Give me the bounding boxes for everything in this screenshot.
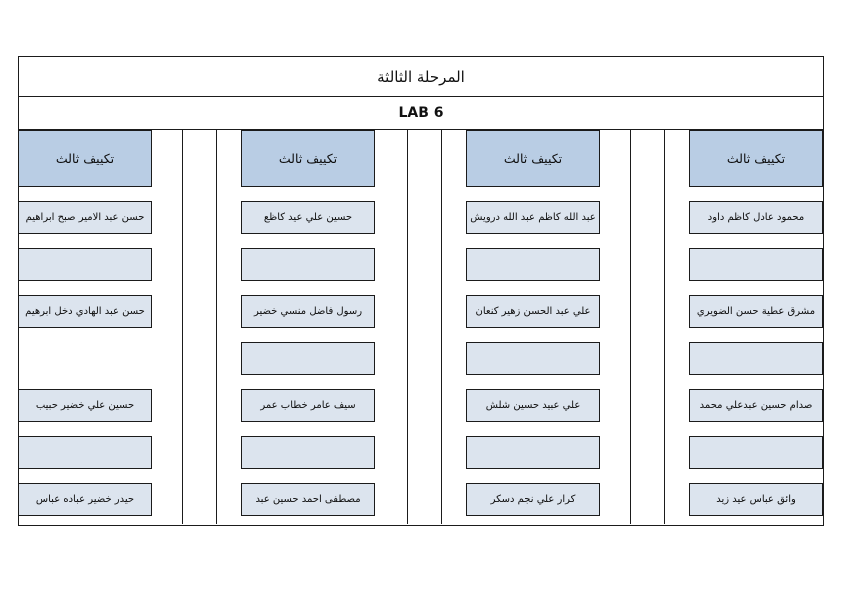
row-spacer	[18, 281, 152, 295]
roster-grid: تكييف ثالث محمود عادل كاظم داود مشرق عطي…	[18, 130, 823, 524]
row-spacer	[689, 328, 823, 342]
student-name-cell[interactable]: مشرق عطية حسن الضويري	[689, 295, 823, 328]
row-spacer	[689, 422, 823, 436]
row-spacer	[241, 422, 375, 436]
empty-slot-cell[interactable]	[689, 248, 823, 281]
row-spacer	[689, 187, 823, 201]
row-spacer	[18, 234, 152, 248]
row-spacer	[18, 469, 152, 483]
empty-slot-cell[interactable]	[466, 248, 600, 281]
row-spacer	[466, 187, 600, 201]
student-name-cell[interactable]: حسن عبد الهادي دخل ابرهيم	[18, 295, 152, 328]
row-spacer	[466, 281, 600, 295]
row-spacer	[689, 375, 823, 389]
roster-column: تكييف ثالث حسن عبد الامير صبح ابراهيم حس…	[18, 130, 152, 516]
empty-slot-cell[interactable]	[241, 436, 375, 469]
student-name-cell[interactable]: وائق عباس عيد زيد	[689, 483, 823, 516]
row-spacer	[241, 234, 375, 248]
empty-slot-cell[interactable]	[18, 436, 152, 469]
column-divider	[182, 130, 183, 524]
row-spacer	[18, 187, 152, 201]
roster-column: تكييف ثالث محمود عادل كاظم داود مشرق عطي…	[689, 130, 823, 516]
roster-column: تكييف ثالث عبد الله كاظم عبد الله درويش …	[466, 130, 600, 516]
student-name-cell[interactable]: عبد الله كاظم عبد الله درويش	[466, 201, 600, 234]
row-spacer	[466, 234, 600, 248]
empty-slot-cell[interactable]	[689, 436, 823, 469]
row-spacer	[466, 375, 600, 389]
column-header: تكييف ثالث	[241, 130, 375, 187]
student-name-cell[interactable]: صدام حسين عبدعلي محمد	[689, 389, 823, 422]
column-divider	[407, 130, 408, 524]
column-divider	[441, 130, 442, 524]
row-spacer	[689, 469, 823, 483]
row-spacer	[689, 281, 823, 295]
row-spacer	[689, 234, 823, 248]
row-spacer	[241, 375, 375, 389]
student-name-cell[interactable]: حسين علي خضير حبيب	[18, 389, 152, 422]
roster-table: المرحلة الثالثة LAB 6 تكييف ثالث محمود ع…	[18, 56, 824, 526]
row-spacer	[241, 328, 375, 342]
student-name-cell[interactable]: سيف عامر خطاب عمر	[241, 389, 375, 422]
document-title-row: المرحلة الثالثة	[19, 57, 823, 97]
row-spacer	[241, 469, 375, 483]
lab-label: LAB 6	[398, 105, 444, 121]
student-name-cell[interactable]: علي عبد الحسن زهير كنعان	[466, 295, 600, 328]
column-header: تكييف ثالث	[689, 130, 823, 187]
student-name-cell[interactable]: علي عبيد حسين شلش	[466, 389, 600, 422]
student-name-cell[interactable]: حسن عبد الامير صبح ابراهيم	[18, 201, 152, 234]
roster-column: تكييف ثالث حسين علي عيد كاظع رسول فاضل م…	[241, 130, 375, 516]
column-header: تكييف ثالث	[466, 130, 600, 187]
page-title: المرحلة الثالثة	[377, 67, 465, 86]
row-spacer	[241, 187, 375, 201]
row-spacer	[466, 328, 600, 342]
column-divider	[630, 130, 631, 524]
row-spacer	[241, 281, 375, 295]
row-spacer	[466, 469, 600, 483]
empty-slot-cell[interactable]	[18, 248, 152, 281]
row-spacer	[18, 328, 152, 342]
row-spacer	[18, 422, 152, 436]
empty-slot-cell[interactable]	[241, 248, 375, 281]
missing-slot-cell	[18, 342, 152, 375]
column-divider	[216, 130, 217, 524]
empty-slot-cell[interactable]	[241, 342, 375, 375]
student-name-cell[interactable]: رسول فاضل منسي خضير	[241, 295, 375, 328]
row-spacer	[18, 375, 152, 389]
student-name-cell[interactable]: محمود عادل كاظم داود	[689, 201, 823, 234]
student-name-cell[interactable]: مصطفى احمد حسين عبد	[241, 483, 375, 516]
row-spacer	[466, 422, 600, 436]
column-header: تكييف ثالث	[18, 130, 152, 187]
student-name-cell[interactable]: كرار علي نجم دسكر	[466, 483, 600, 516]
empty-slot-cell[interactable]	[466, 436, 600, 469]
empty-slot-cell[interactable]	[689, 342, 823, 375]
student-name-cell[interactable]: حيدر خضير عباده عباس	[18, 483, 152, 516]
lab-title-row: LAB 6	[19, 97, 823, 130]
student-name-cell[interactable]: حسين علي عيد كاظع	[241, 201, 375, 234]
column-divider	[664, 130, 665, 524]
empty-slot-cell[interactable]	[466, 342, 600, 375]
